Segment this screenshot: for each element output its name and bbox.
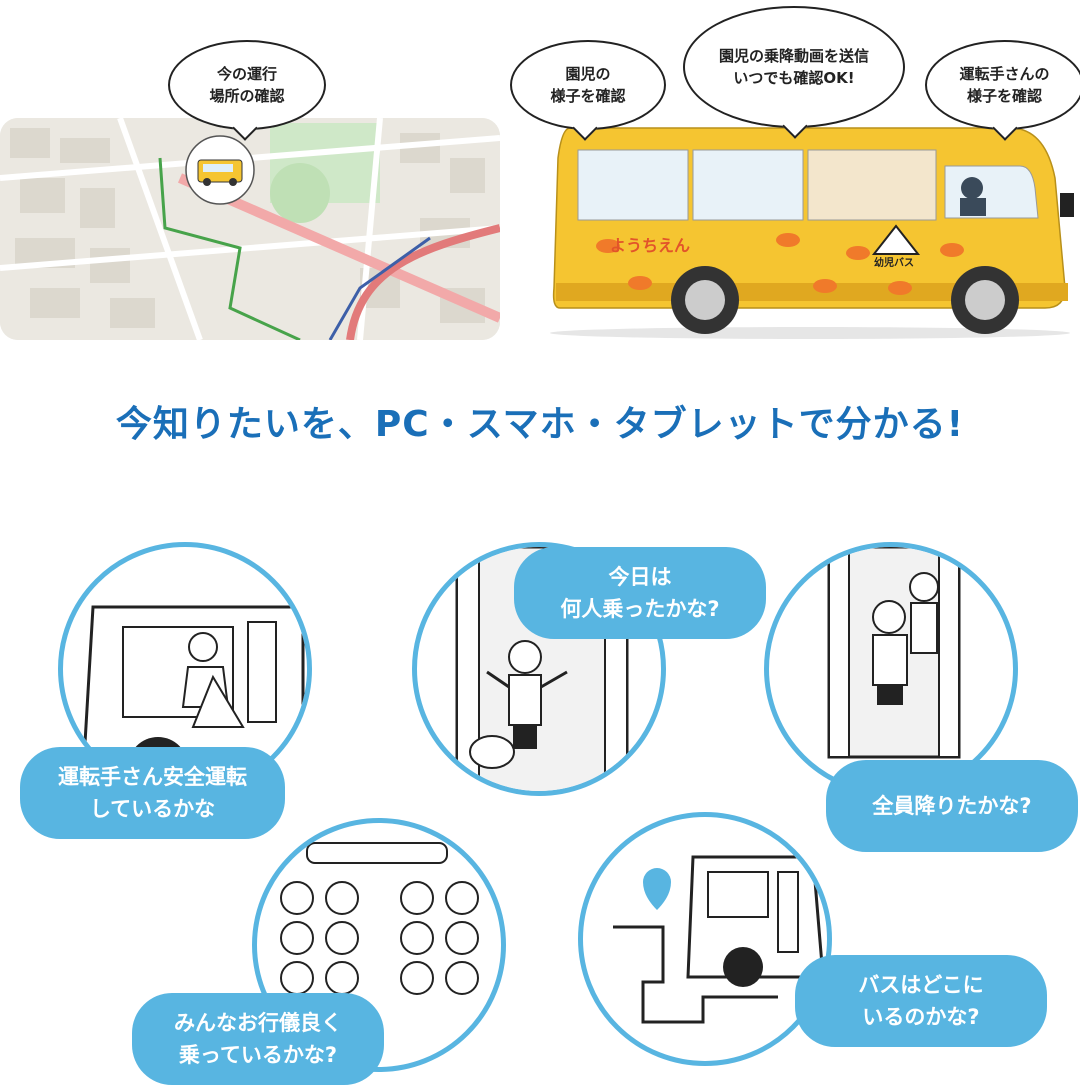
bus-bubble-driver-text: 運転手さんの 様子を確認: [959, 65, 1050, 105]
bus-bubble-driver: 運転手さんの 様子を確認: [925, 40, 1080, 130]
headline: 今知りたいを、PC・スマホ・タブレットで分かる!: [115, 404, 965, 445]
location-scene-circle: [578, 812, 832, 1066]
location-illustration: [613, 855, 825, 1024]
alighting-caption: 全員降りたかな?: [826, 760, 1078, 852]
bus-bubble-video: 園児の乗降動画を送信 いつでも確認OK!: [683, 6, 905, 128]
bus-bubble-children-text: 園児の 様子を確認: [550, 65, 626, 105]
seats-illustration: [280, 842, 479, 995]
map-bubble-text: 今の運行 場所の確認: [209, 65, 285, 105]
seats-caption: みんなお行儀良く 乗っているかな?: [132, 993, 384, 1085]
boarding-caption: 今日は 何人乗ったかな?: [514, 547, 766, 639]
bus-bubble-children: 園児の 様子を確認: [510, 40, 666, 130]
bus-bubble-video-text: 園児の乗降動画を送信 いつでも確認OK!: [718, 47, 869, 87]
school-bus-illustration: [550, 127, 1074, 339]
location-caption: バスはどこに いるのかな?: [795, 955, 1047, 1047]
map-speech-bubble: 今の運行 場所の確認: [168, 40, 326, 130]
alighting-scene-circle: [764, 542, 1018, 796]
map-graphic: [0, 118, 500, 340]
bus-sign-text: 幼児バス: [874, 258, 914, 269]
alighting-illustration: [827, 547, 961, 759]
route-map: [0, 118, 500, 340]
driver-caption: 運転手さん安全運転 しているかな: [20, 747, 285, 839]
bus-side-text: ようちえん: [610, 236, 691, 255]
